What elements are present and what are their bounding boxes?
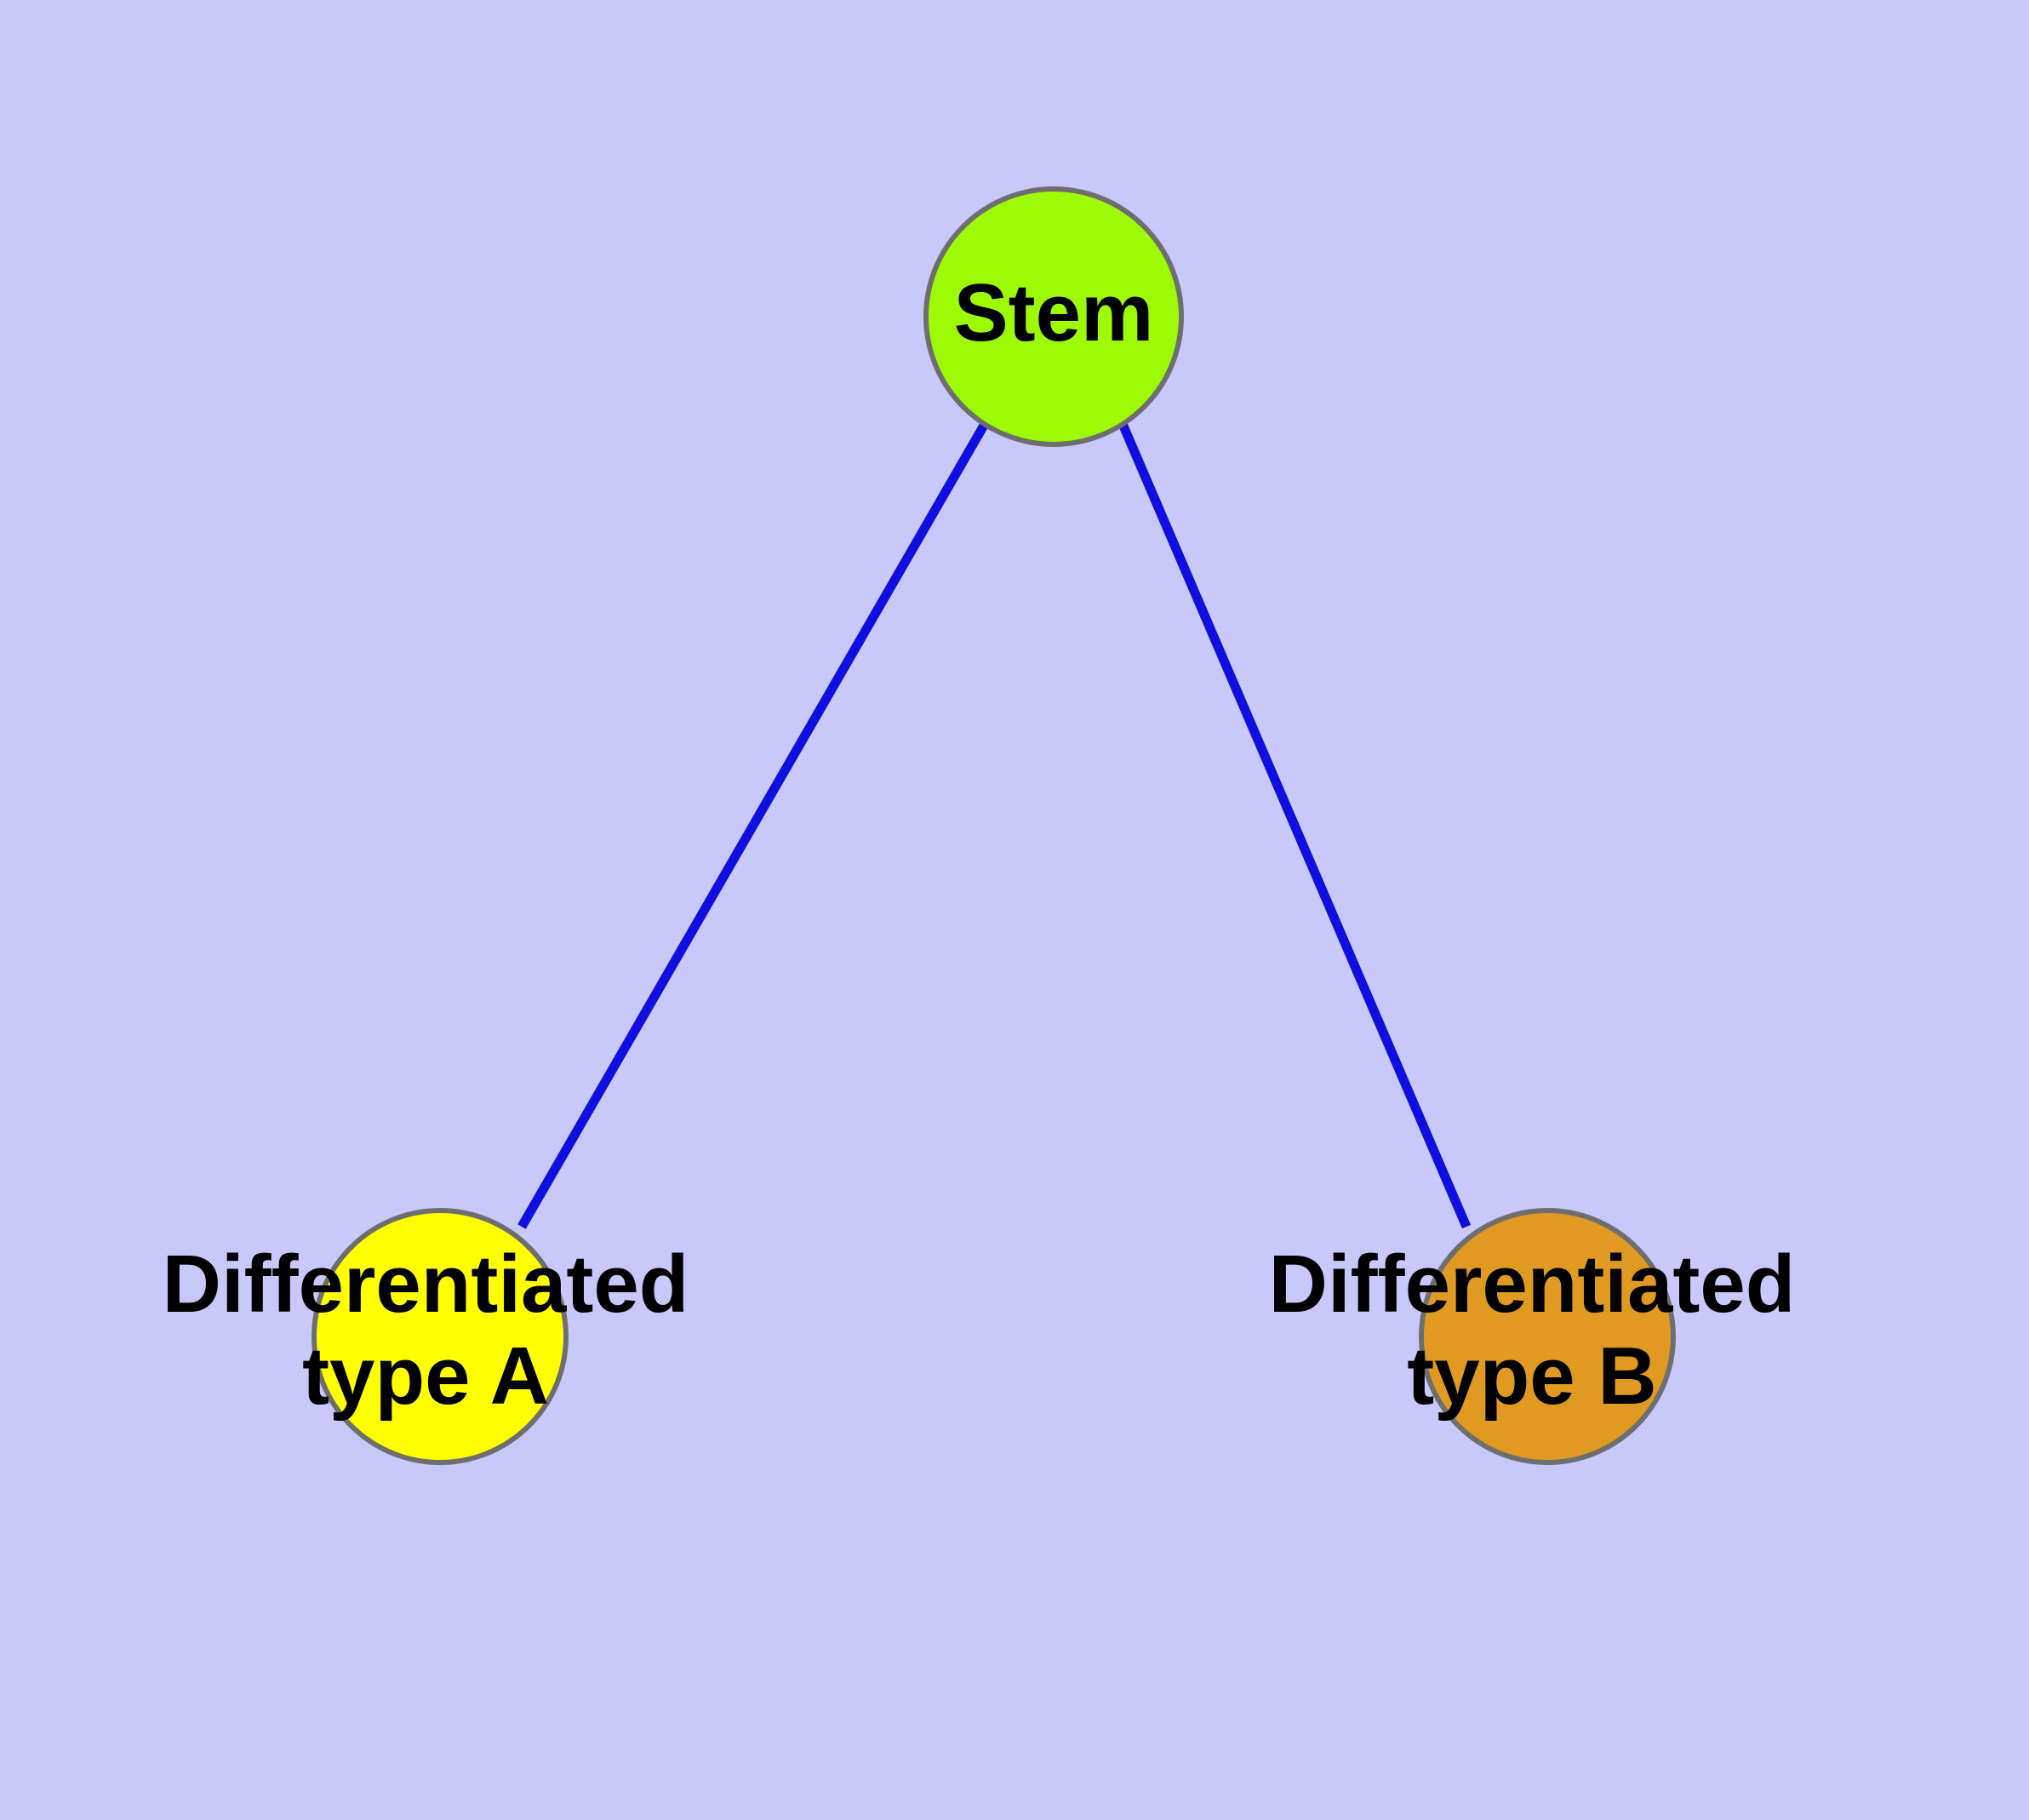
node-differentiated-type-a-circle[interactable] xyxy=(311,1208,569,1465)
edge-stem-to-differentiated-type-a[interactable] xyxy=(517,421,989,1229)
node-differentiated-type-b-circle[interactable] xyxy=(1419,1208,1676,1465)
node-stem-label: Stem xyxy=(954,267,1154,358)
node-differentiated-type-b[interactable] xyxy=(1419,1208,1676,1465)
node-label-line: Stem xyxy=(954,267,1154,358)
node-label-line: type B xyxy=(1407,1331,1656,1422)
node-differentiated-type-a[interactable] xyxy=(311,1208,569,1465)
edges-layer xyxy=(517,421,1472,1229)
node-label-line: Differentiated xyxy=(163,1239,689,1331)
node-label-line: type A xyxy=(302,1331,549,1422)
node-stem-circle[interactable] xyxy=(923,186,1184,447)
nodes-layer xyxy=(311,186,1676,1465)
edge-stem-to-differentiated-type-b[interactable] xyxy=(1117,421,1472,1229)
node-stem[interactable] xyxy=(923,186,1184,447)
node-label-line: Differentiated xyxy=(1269,1239,1796,1331)
